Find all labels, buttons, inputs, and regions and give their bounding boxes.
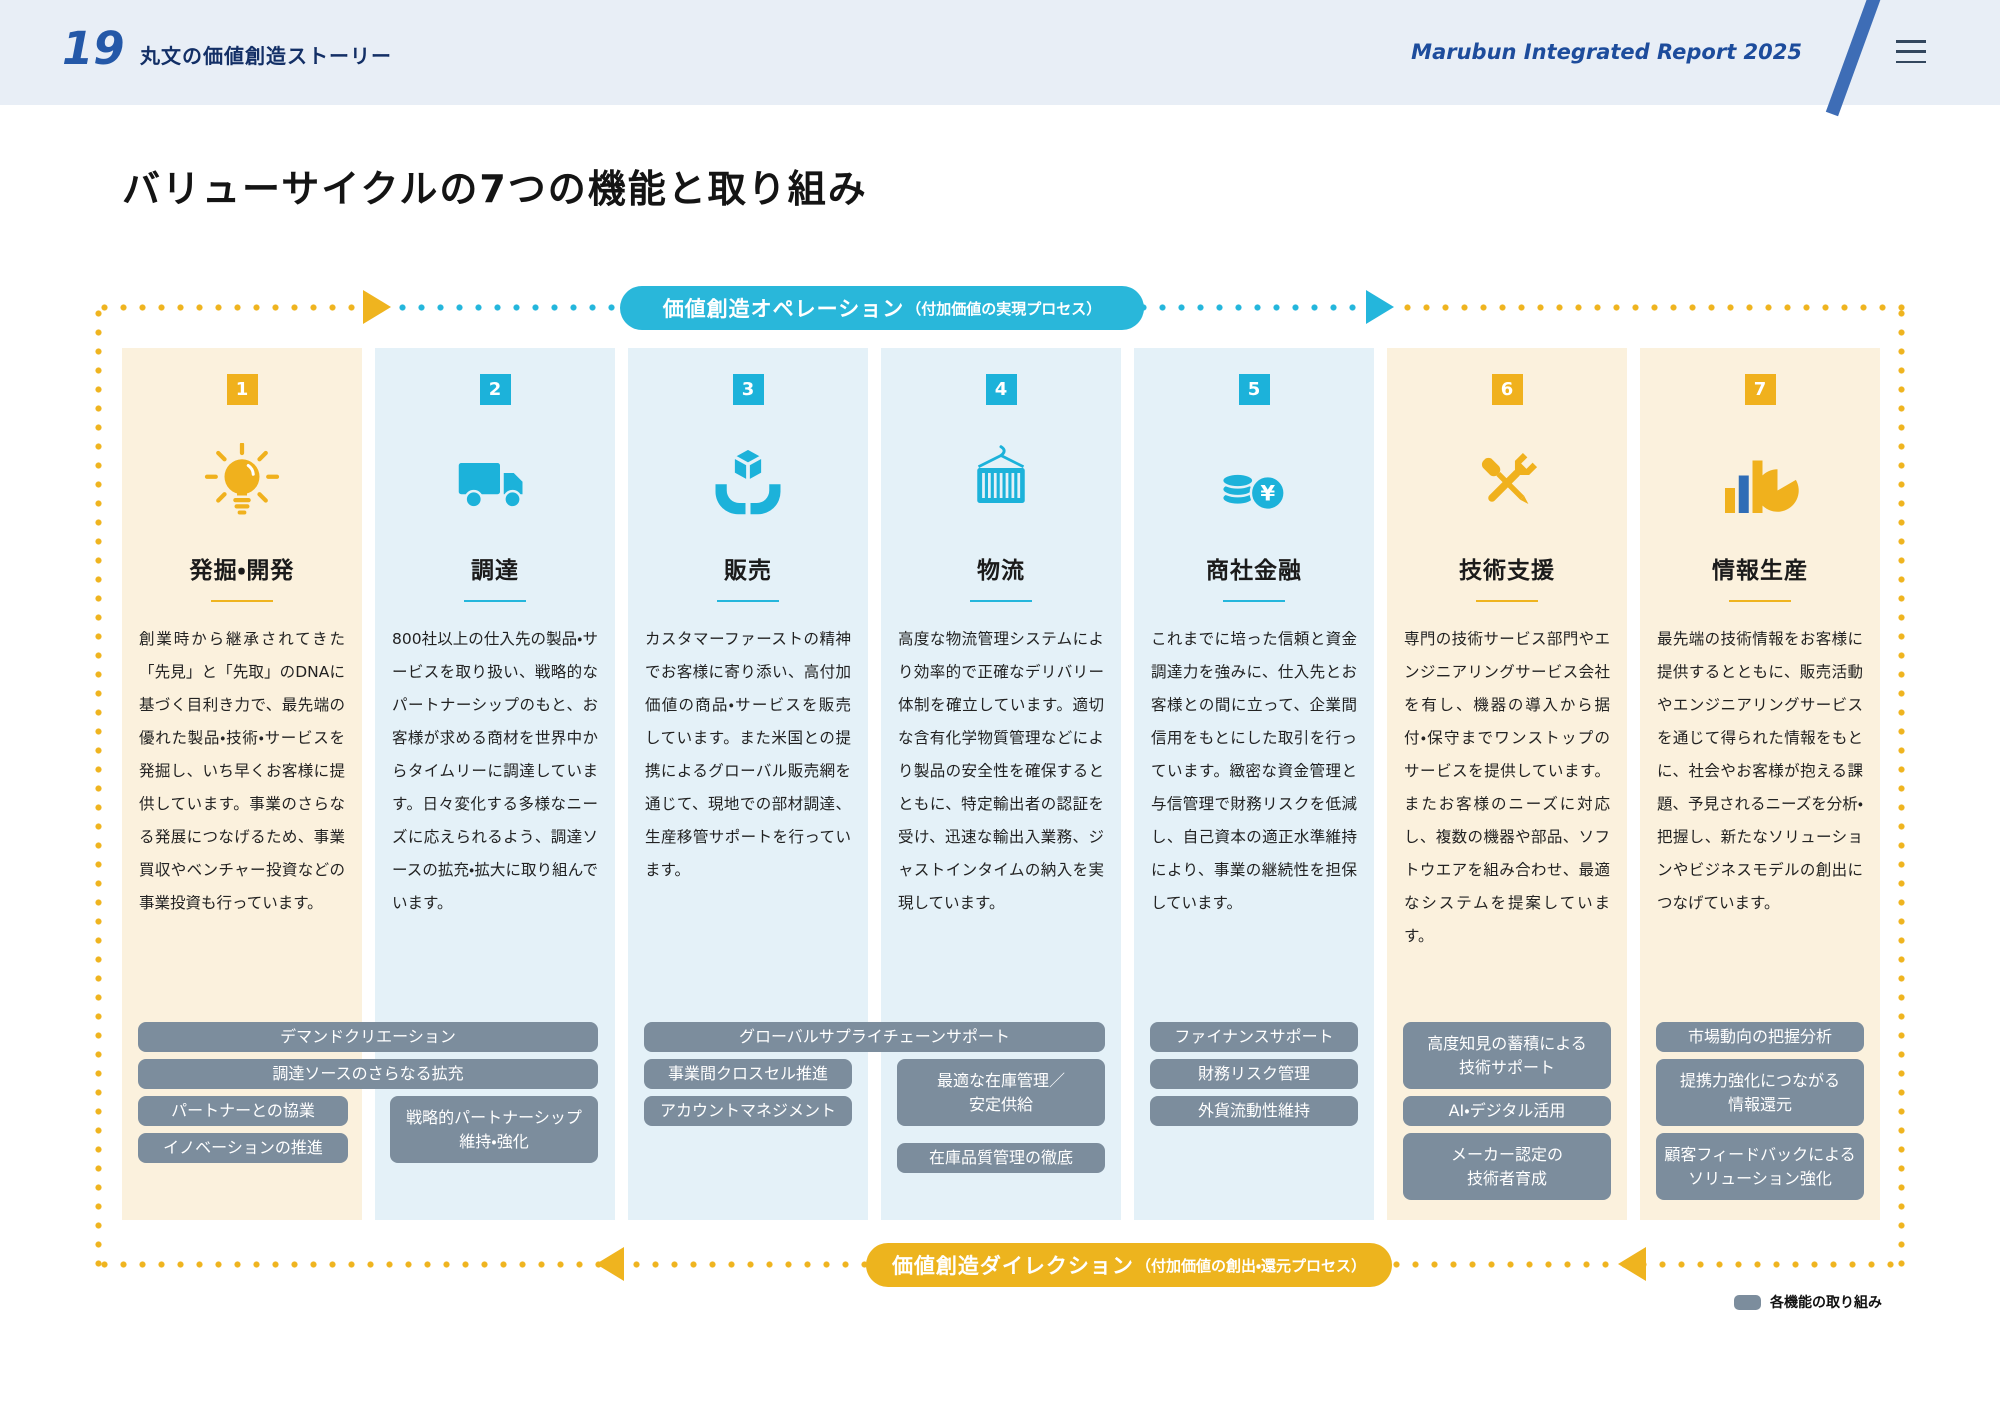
initiative-tag-knowledge-tech-support: 高度知見の蓄積による 技術サポート — [1403, 1022, 1611, 1089]
title-underline — [464, 600, 526, 602]
coins-icon: ¥ — [1151, 439, 1357, 527]
title-underline — [717, 600, 779, 602]
initiative-tag-financial-risk: 財務リスク管理 — [1150, 1059, 1358, 1089]
function-column-tech-support: 6 技術支援 専門の技術サービス部門やエンジニアリングサービス会社を有し、機器の — [1387, 348, 1627, 1220]
flow-border-right — [1898, 304, 1905, 1268]
flow-border-top-right — [1398, 304, 1905, 311]
function-column-finance: 5 ¥ 商社金融 これまでに培った信頼と資金調達力を強みに、仕入先とお客様との間… — [1134, 348, 1374, 1220]
initiative-tag-global-supply-chain: グローバルサプライチェーンサポート — [644, 1022, 1105, 1052]
initiative-tag-fx-liquidity: 外貨流動性維持 — [1150, 1096, 1358, 1126]
initiative-tag-innovation-promotion: イノベーションの推進 — [138, 1133, 348, 1163]
truck-icon — [392, 439, 598, 527]
flow-border-left — [95, 304, 102, 1268]
function-number-badge: 2 — [479, 374, 511, 405]
flow-border-top-left — [95, 304, 367, 311]
flow-arrow-right-icon — [363, 290, 391, 324]
function-title: 物流 — [977, 558, 1025, 584]
flow-label-operation-subtext: （付加価値の実現プロセス） — [906, 299, 1102, 318]
page-title: バリューサイクルの7つの機能と取り組み — [122, 167, 868, 211]
initiative-tag-account-management: アカウントマネジメント — [644, 1096, 852, 1126]
initiative-tag-ai-digital: AI・デジタル活用 — [1403, 1096, 1611, 1126]
initiative-tag-demand-creation: デマンドクリエーション — [138, 1022, 598, 1052]
function-number-badge: 6 — [1491, 374, 1523, 405]
flow-label-direction-subtext: （付加価値の創出・還元プロセス） — [1135, 1256, 1367, 1275]
page-number: 19 — [62, 22, 125, 75]
hamburger-menu-icon[interactable] — [1896, 40, 1926, 63]
initiative-tag-strategic-partnership: 戦略的パートナーシップ 維持・強化 — [390, 1096, 598, 1163]
slash-decoration — [1825, 0, 1884, 117]
function-number-badge: 7 — [1744, 374, 1776, 405]
initiative-tag-inventory-quality: 在庫品質管理の徹底 — [897, 1143, 1105, 1173]
function-title: 情報生産 — [1712, 558, 1808, 584]
function-column-sales: 3 販売 カスタマーファーストの精神でお客様に寄り添い、高付加価値の商品・サービ… — [628, 348, 868, 1220]
initiative-tag-info-feedback: 提携力強化につながる 情報還元 — [1656, 1059, 1864, 1126]
page-header: 19 丸文の価値創造ストーリー Marubun Integrated Repor… — [0, 0, 2000, 117]
function-title: 発掘・開発 — [189, 558, 295, 584]
title-underline — [970, 600, 1032, 602]
function-description: 800社以上の仕入先の製品・サービスを取り扱い、戦略的なパートナーシップのもと、… — [392, 630, 598, 912]
flow-arrow-left-icon — [1618, 1247, 1646, 1281]
initiative-tag-sourcing-expansion: 調達ソースのさらなる拡充 — [138, 1059, 598, 1089]
initiative-tag-cross-sell: 事業間クロスセル推進 — [644, 1059, 852, 1089]
container-icon — [898, 439, 1104, 527]
flow-label-direction: 価値創造ダイレクション （付加価値の創出・還元プロセス） — [866, 1243, 1392, 1287]
function-title: 調達 — [471, 558, 519, 584]
flow-arrow-left-icon — [596, 1247, 624, 1281]
report-title: Marubun Integrated Report 2025 — [1411, 40, 1802, 64]
function-title: 技術支援 — [1459, 558, 1555, 584]
lightbulb-icon — [139, 439, 345, 527]
flow-label-direction-text: 価値創造ダイレクション — [891, 1254, 1134, 1278]
initiative-tag-market-trend-analysis: 市場動向の把握分析 — [1656, 1022, 1864, 1052]
function-description: 最先端の技術情報をお客様に提供するとともに、販売活動やエンジニアリングサービスを… — [1657, 630, 1863, 912]
function-number-badge: 3 — [732, 374, 764, 405]
chart-icon — [1657, 439, 1863, 527]
initiative-tag-customer-feedback: 顧客フィードバックによる ソリューション強化 — [1656, 1133, 1864, 1200]
legend: 各機能の取り組み — [1734, 1292, 1882, 1312]
function-title: 商社金融 — [1206, 558, 1302, 584]
legend-label: 各機能の取り組み — [1770, 1295, 1882, 1311]
function-number-badge: 4 — [985, 374, 1017, 405]
initiative-tag-finance-support: ファイナンスサポート — [1150, 1022, 1358, 1052]
function-description: カスタマーファーストの精神でお客様に寄り添い、高付加価値の商品・サービスを販売し… — [645, 630, 851, 879]
title-underline — [211, 600, 273, 602]
flow-label-operation-text: 価値創造オペレーション — [662, 297, 905, 321]
hands-box-icon — [645, 439, 851, 527]
title-underline — [1729, 600, 1791, 602]
function-description: これまでに培った信頼と資金調達力を強みに、仕入先とお客様との間に立って、企業間信… — [1151, 630, 1357, 912]
function-description: 創業時から継承されてきた「先見」と「先取」のDNAに基づく目利き力で、最先端の優… — [139, 630, 345, 912]
function-description: 専門の技術サービス部門やエンジニアリングサービス会社を有し、機器の導入から据付・… — [1404, 630, 1610, 945]
initiative-tag-optimal-inventory: 最適な在庫管理／ 安定供給 — [897, 1059, 1105, 1126]
flow-label-operation: 価値創造オペレーション （付加価値の実現プロセス） — [620, 286, 1144, 330]
svg-text:¥: ¥ — [1260, 482, 1275, 507]
initiative-tag-certified-engineers: メーカー認定の 技術者育成 — [1403, 1133, 1611, 1200]
tools-icon — [1404, 439, 1610, 527]
legend-tag-chip — [1734, 1294, 1761, 1310]
function-title: 販売 — [724, 558, 772, 584]
function-number-badge: 5 — [1238, 374, 1270, 405]
title-underline — [1476, 600, 1538, 602]
function-number-badge: 1 — [226, 374, 258, 405]
function-description: 高度な物流管理システムにより効率的で正確なデリバリー体制を確立しています。適切な… — [898, 630, 1104, 912]
function-column-procurement: 2 調達 800社以上の仕入先の製品・サービスを取り扱い、戦略的なパートナーシッ… — [375, 348, 615, 1220]
flow-arrow-right-icon — [1366, 290, 1394, 324]
initiative-tag-partner-collaboration: パートナーとの協業 — [138, 1096, 348, 1126]
function-column-discovery: 1 発掘・開発 創 — [122, 348, 362, 1220]
title-underline — [1223, 600, 1285, 602]
section-title: 丸文の価値創造ストーリー — [140, 44, 392, 68]
